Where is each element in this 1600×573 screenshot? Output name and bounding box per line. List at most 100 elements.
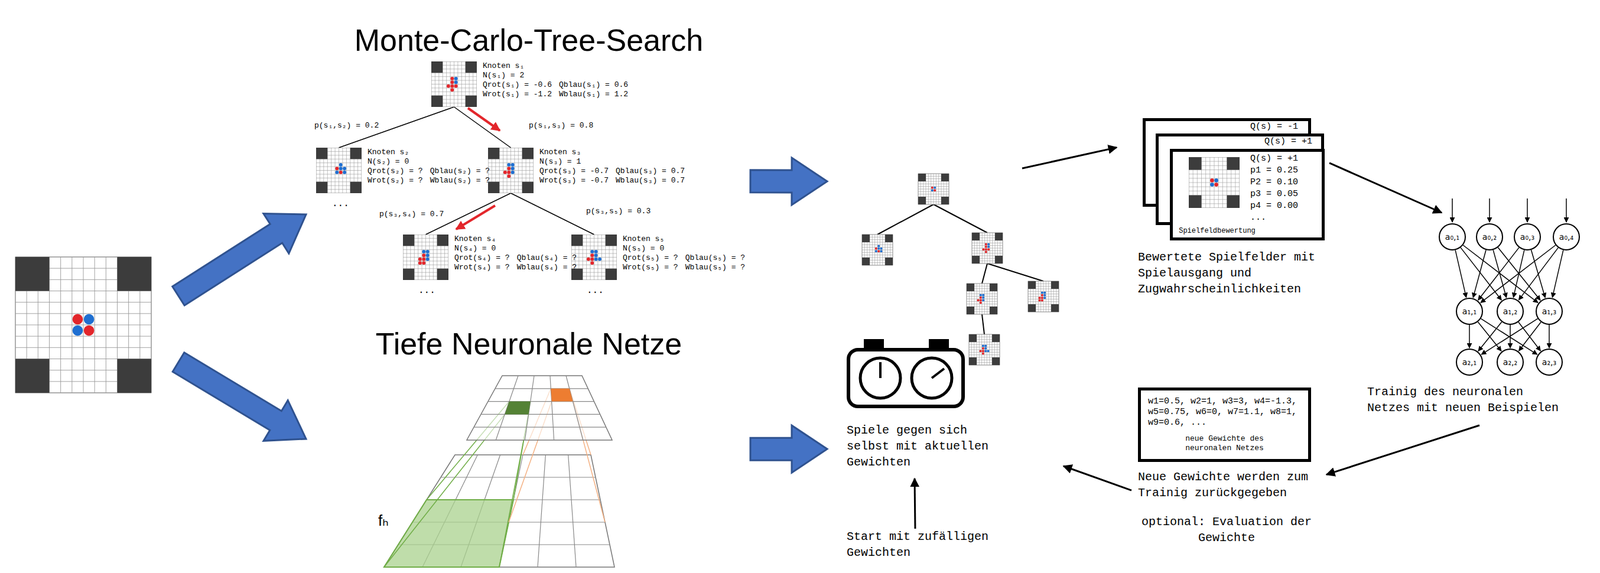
tree-edge	[454, 106, 512, 148]
rect	[488, 181, 500, 194]
node-stat: N(s₄) = 0	[454, 244, 510, 254]
block-arrow	[172, 352, 307, 442]
node-stats: Knoten s₂N(s₂) = 0Qrot(s₂) = ?Qblau(s₂) …	[367, 147, 490, 186]
rect	[918, 196, 926, 205]
text-slot: ...	[586, 285, 604, 297]
game-piece	[72, 314, 84, 325]
game-piece	[979, 298, 982, 302]
text-slot: Q(s) = +1	[1264, 136, 1313, 148]
text-slot: p4 = 0.00	[1250, 200, 1299, 212]
node-board	[431, 61, 477, 107]
tree-edge	[511, 193, 595, 235]
game-piece	[979, 294, 982, 297]
line	[971, 250, 1003, 252]
game-board	[316, 147, 362, 194]
neuron-connection	[1548, 324, 1550, 349]
neuron-label: a₁,₁	[1462, 306, 1477, 317]
line	[981, 263, 988, 284]
game-piece	[425, 257, 430, 262]
node-stat: Wblau(s₁) = 1.2	[558, 89, 629, 100]
neuron-connection	[1455, 249, 1466, 298]
game-piece	[450, 88, 454, 92]
game-piece	[1041, 294, 1044, 297]
line	[571, 260, 617, 262]
game-piece	[590, 249, 594, 254]
tree-node: Knoten s₁N(s₁) = 2Qrot(s₁) = -0.6Qblau(s…	[431, 61, 629, 107]
neuron-label: a₁,₃	[1542, 306, 1557, 317]
rect	[994, 232, 1003, 241]
line	[968, 352, 1000, 353]
game-board	[431, 61, 477, 107]
game-piece	[446, 84, 451, 89]
game-piece	[450, 84, 454, 89]
rect	[431, 95, 443, 107]
rect	[941, 173, 949, 182]
line	[431, 83, 477, 85]
line	[1048, 281, 1049, 312]
rect	[941, 196, 949, 205]
block-arrow	[750, 425, 828, 473]
rect	[968, 357, 977, 366]
line	[1222, 157, 1224, 208]
selection-arrow	[467, 108, 500, 131]
weights-box: w1=0.5, w2=1, w3=3, w4=-1.3, w5=0.75, w6…	[1137, 387, 1312, 463]
rect	[402, 234, 415, 246]
card-value: p3 = 0.05	[1250, 189, 1299, 200]
rect	[15, 257, 50, 292]
game-board	[966, 283, 998, 315]
game-piece	[931, 186, 934, 190]
node-board	[402, 234, 449, 281]
line	[346, 147, 347, 194]
block-arrow	[750, 157, 828, 206]
game-piece	[83, 325, 95, 337]
neuron-connection	[1518, 247, 1559, 300]
node-stats: Knoten s₅N(s₅) = 0Qrot(s₅) = ?Qblau(s₅) …	[622, 234, 746, 273]
line	[933, 204, 988, 233]
text-slot: p3 = 0.05	[1250, 189, 1299, 200]
line	[1188, 182, 1240, 184]
rect	[1188, 157, 1240, 208]
rect	[316, 147, 328, 159]
text-slot: p(s₃,s₄) = 0.7	[378, 209, 445, 220]
game-piece	[1043, 291, 1046, 295]
neuron-connection	[1478, 322, 1502, 351]
text-slot: ...	[418, 285, 436, 297]
game-piece	[981, 294, 985, 297]
line	[597, 234, 598, 281]
game-piece	[1038, 296, 1042, 299]
tree-node: Knoten s₂N(s₂) = 0Qrot(s₂) = ?Qblau(s₂) …	[316, 147, 490, 194]
flow-arrow	[914, 478, 917, 529]
rect	[971, 232, 1003, 264]
line	[882, 234, 883, 266]
text-slot: Q(s) = -1	[1250, 121, 1299, 133]
line	[514, 147, 515, 194]
game-board	[1188, 157, 1240, 208]
node-stat: N(s₃) = 1	[539, 157, 609, 167]
line	[94, 257, 96, 393]
line	[518, 147, 519, 194]
game-piece	[72, 325, 84, 337]
game-piece	[877, 245, 880, 248]
line	[428, 234, 430, 281]
weights-text: w1=0.5, w2=1, w3=3, w4=-1.3, w5=0.75, w6…	[1148, 396, 1302, 429]
line	[316, 170, 362, 171]
neuron: a₁,₁	[1455, 297, 1484, 325]
game-board	[1028, 281, 1059, 312]
step-caption: Bewertete Spielfelder mit Spielausgang u…	[1137, 249, 1322, 298]
game-boards	[15, 173, 1059, 393]
rect	[1028, 281, 1036, 289]
text-slot: Bewertete Spielfelder mit Spielausgang u…	[1137, 249, 1322, 298]
node-stat: Wblau(s₃) = 0.7	[615, 176, 685, 186]
text-slot: fₕ	[378, 511, 389, 530]
game-board	[15, 257, 152, 393]
node-board	[571, 234, 617, 281]
rect	[465, 61, 477, 73]
flow-arrow	[1022, 147, 1117, 169]
rect	[1227, 157, 1241, 171]
game-piece	[594, 257, 598, 262]
game-piece	[511, 166, 515, 171]
node-stat: Knoten s₄	[454, 234, 577, 245]
node-stat: Wblau(s₅) = ?	[685, 262, 746, 273]
game-piece	[594, 253, 598, 258]
